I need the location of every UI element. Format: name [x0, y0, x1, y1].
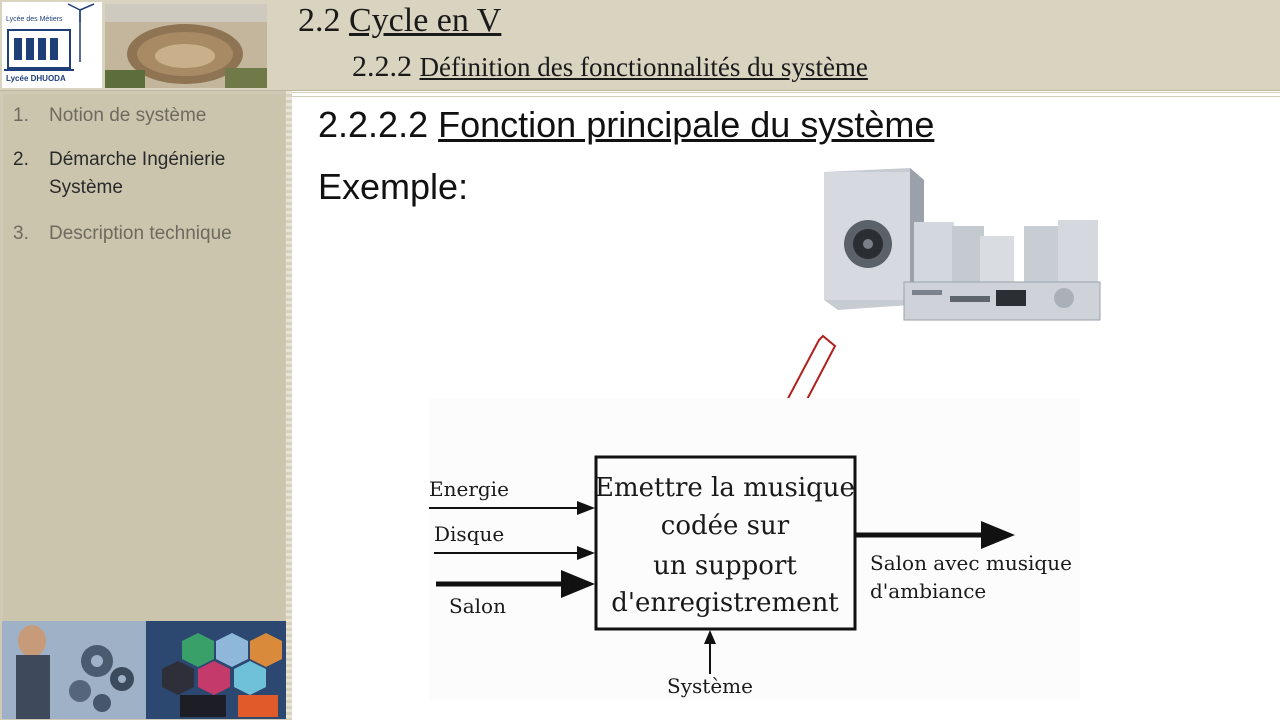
function-line: d'enregistrement — [611, 588, 839, 618]
input-label-disque: Disque — [434, 522, 504, 546]
header: Lycée des Métiers Lycée DHUODA 2.2 Cycle… — [0, 0, 1280, 91]
sidebar-edge — [286, 91, 292, 720]
sidebar-item-demarche-ingenierie[interactable]: 2. Démarche Ingénierie Système — [13, 146, 273, 202]
sidebar-item-number: 1. — [13, 105, 29, 126]
input-label-energie: Energie — [429, 477, 509, 501]
sidebar-item-label: Description technique — [49, 223, 232, 244]
subtitle-text: Définition des fonctionnalités du systèm… — [419, 52, 868, 82]
header-divider — [288, 92, 1280, 97]
function-diagram: Emettre la musique codée sur un support … — [429, 398, 1080, 700]
sidebar-nav: 1. Notion de système 2. Démarche Ingénie… — [3, 94, 285, 622]
sidebar-item-label: Démarche Ingénierie Système — [49, 149, 226, 198]
output-arrowhead — [981, 521, 1015, 549]
logo-text-top: Lycée des Métiers — [6, 16, 63, 23]
input-arrowhead — [577, 501, 595, 515]
sidebar: 1. Notion de système 2. Démarche Ingénie… — [0, 91, 288, 720]
section-title: 2.2.2.2 Fonction principale du système — [318, 104, 934, 146]
title-text: Cycle en V — [349, 2, 502, 39]
control-arrowhead — [704, 630, 716, 644]
sidebar-item-number: 2. — [13, 149, 29, 170]
sidebar-item-description-technique[interactable]: 3. Description technique — [13, 220, 273, 248]
output-label-line: d'ambiance — [870, 579, 986, 603]
page-title: 2.2 Cycle en V — [298, 2, 501, 40]
example-label: Exemple: — [318, 166, 469, 207]
engineering-illustration — [2, 621, 288, 719]
sidebar-item-number: 3. — [13, 223, 29, 244]
title-number: 2.2 — [298, 2, 341, 39]
section-text: Fonction principale du système — [438, 104, 935, 145]
control-label: Système — [667, 674, 753, 698]
sidebar-item-label: Notion de système — [49, 105, 207, 126]
input-arrowhead — [577, 546, 595, 560]
function-line: codée sur — [661, 511, 790, 541]
function-line: Emettre la musique — [595, 473, 855, 503]
section-number: 2.2.2.2 — [318, 104, 429, 145]
logo-text-bottom: Lycée DHUODA — [6, 74, 66, 83]
hifi-system-photo — [820, 164, 1102, 324]
output-label-line: Salon avec musique — [870, 551, 1072, 575]
function-line: un support — [653, 551, 797, 581]
page-subtitle: 2.2.2 Définition des fonctionnalités du … — [352, 50, 868, 84]
arena-photo — [105, 4, 267, 88]
input-label-salon: Salon — [449, 594, 506, 618]
sidebar-item-notion-systeme[interactable]: 1. Notion de système — [13, 102, 273, 130]
function-box — [594, 455, 857, 631]
school-logo: Lycée des Métiers Lycée DHUODA — [2, 2, 102, 88]
input-arrowhead — [561, 570, 595, 598]
subtitle-number: 2.2.2 — [352, 50, 412, 83]
